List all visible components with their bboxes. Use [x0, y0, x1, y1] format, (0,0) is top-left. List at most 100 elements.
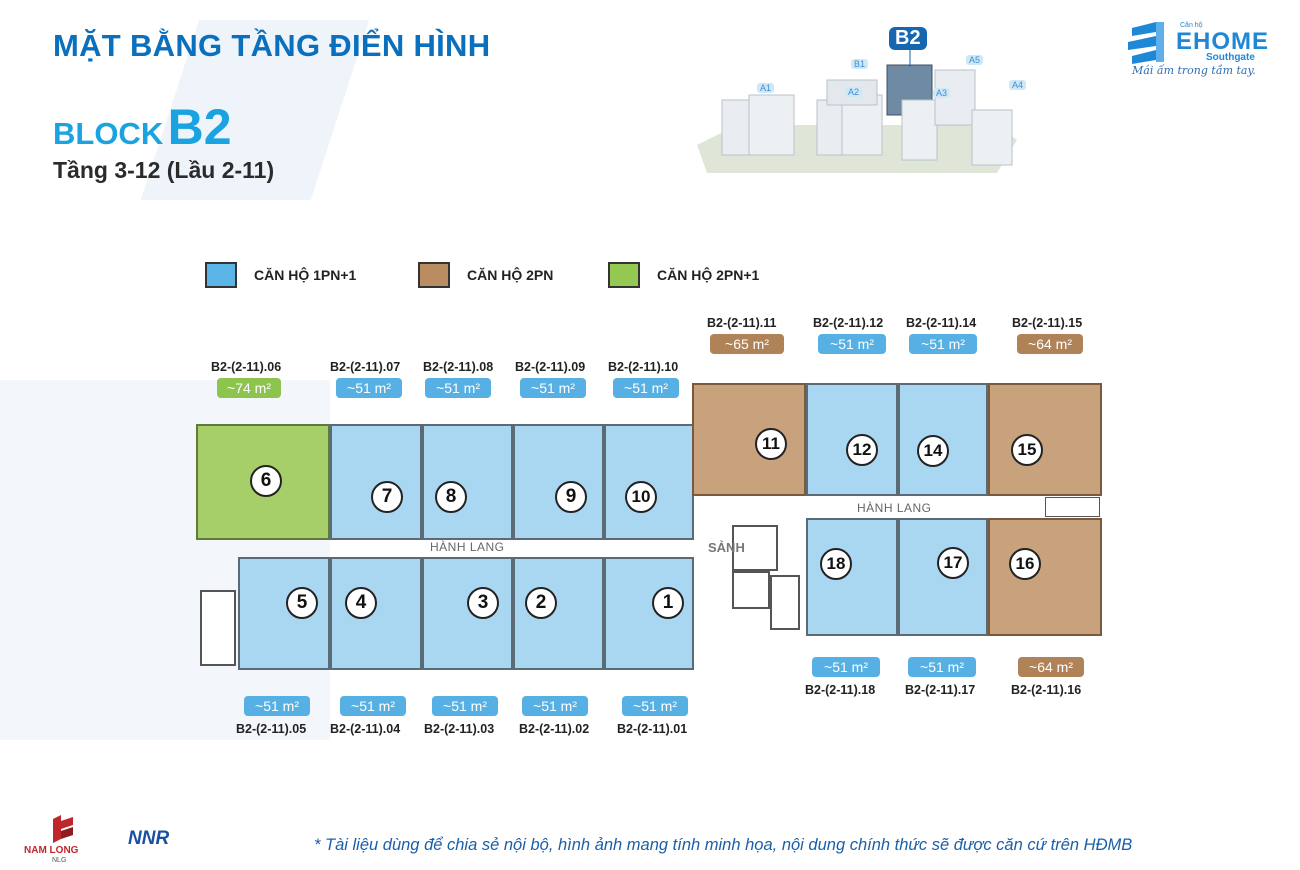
unit-10[interactable]: [604, 424, 694, 540]
unit-1[interactable]: [604, 557, 694, 670]
site-buildings-illustration: [697, 50, 1017, 173]
legend-1pn1: CĂN HỘ 1PN+1: [205, 262, 356, 288]
unit-9[interactable]: [513, 424, 604, 540]
area-badge: ~65 m²: [710, 334, 784, 354]
unit-2[interactable]: [513, 557, 604, 670]
disclaimer: * Tài liệu dùng để chia sẻ nội bộ, hình …: [314, 836, 1133, 854]
unit-8[interactable]: [422, 424, 513, 540]
unit-number: 8: [435, 481, 467, 513]
unit-code: B2-(2-11).12: [813, 316, 884, 330]
area-badge: ~51 m²: [812, 657, 880, 677]
logo-sub: Southgate: [1206, 52, 1255, 63]
area-badge: ~51 m²: [425, 378, 491, 398]
unit-code: B2-(2-11).10: [608, 360, 679, 374]
unit-number: 10: [625, 481, 657, 513]
unit-number: 7: [371, 481, 403, 513]
corridor-label-right: HÀNH LANG: [857, 501, 932, 515]
elevator-1: [732, 525, 778, 571]
unit-18[interactable]: [806, 518, 898, 636]
unit-number: 17: [937, 547, 969, 579]
unit-code: B2-(2-11).11: [707, 316, 777, 330]
area-badge: ~64 m²: [1017, 334, 1083, 354]
unit-number: 14: [917, 435, 949, 467]
corridor-label-left: HÀNH LANG: [430, 540, 505, 554]
unit-code: B2-(2-11).02: [519, 722, 590, 736]
namlong-sub: NLG: [52, 857, 67, 864]
area-badge: ~64 m²: [1018, 657, 1084, 677]
unit-code: B2-(2-11).15: [1012, 316, 1083, 330]
legend-label: CĂN HỘ 2PN: [467, 267, 554, 283]
unit-6[interactable]: [196, 424, 330, 540]
stair-core-left: [200, 590, 236, 666]
site-tag-a3: A3: [933, 88, 951, 98]
legend-swatch-green: [608, 262, 640, 288]
unit-code: B2-(2-11).09: [515, 360, 586, 374]
unit-code: B2-(2-11).17: [905, 683, 976, 697]
area-badge: ~51 m²: [908, 657, 976, 677]
unit-15[interactable]: [988, 383, 1102, 496]
unit-number: 11: [755, 428, 787, 460]
area-badge: ~74 m²: [217, 378, 281, 398]
logo-name: EHOME: [1176, 28, 1270, 55]
elevator-2: [732, 571, 770, 609]
legend-label: CĂN HỘ 2PN+1: [657, 267, 760, 283]
legend-swatch-brown: [418, 262, 450, 288]
logo-slogan: Mái ấm trong tầm tay.: [1132, 64, 1256, 77]
area-badge: ~51 m²: [522, 696, 588, 716]
namlong-logo: NAM LONG NLG: [22, 815, 102, 865]
unit-4[interactable]: [330, 557, 422, 670]
site-tag-a5: A5: [966, 55, 984, 65]
unit-number: 9: [555, 481, 587, 513]
legend-2pn: CĂN HỘ 2PN: [418, 262, 553, 288]
unit-number: 1: [652, 587, 684, 619]
unit-code: B2-(2-11).04: [330, 722, 401, 736]
unit-7[interactable]: [330, 424, 422, 540]
area-badge: ~51 m²: [432, 696, 498, 716]
lobby-label: SẢNH: [708, 540, 745, 555]
unit-code: B2-(2-11).01: [617, 722, 688, 736]
area-badge: ~51 m²: [613, 378, 679, 398]
logo-tiny-text: Căn hộ: [1180, 22, 1203, 29]
unit-number: 12: [846, 434, 878, 466]
area-badge: ~51 m²: [909, 334, 977, 354]
area-badge: ~51 m²: [336, 378, 402, 398]
unit-number: 4: [345, 587, 377, 619]
area-badge: ~51 m²: [520, 378, 586, 398]
stair-core-right: [770, 575, 800, 630]
site-tag-a2: A2: [845, 87, 863, 97]
legend-swatch-blue: [205, 262, 237, 288]
unit-5[interactable]: [238, 557, 330, 670]
shaft-box: [1045, 497, 1100, 517]
unit-code: B2-(2-11).03: [424, 722, 495, 736]
unit-16[interactable]: [988, 518, 1102, 636]
namlong-logo-icon: [53, 815, 73, 843]
unit-number: 3: [467, 587, 499, 619]
block-name: B2: [167, 99, 232, 155]
unit-code: B2-(2-11).05: [236, 722, 307, 736]
unit-3[interactable]: [422, 557, 513, 670]
page-title: MẶT BẰNG TẦNG ĐIỂN HÌNH: [53, 28, 491, 63]
unit-17[interactable]: [898, 518, 988, 636]
legend-2pn1: CĂN HỘ 2PN+1: [608, 262, 759, 288]
nnr-logo: NNR: [128, 828, 170, 849]
unit-number: 18: [820, 548, 852, 580]
unit-code: B2-(2-11).08: [423, 360, 494, 374]
legend-label: CĂN HỘ 1PN+1: [254, 267, 357, 283]
unit-code: B2-(2-11).16: [1011, 683, 1082, 697]
ehome-logo: Căn hộ EHOME Southgate Mái ấm trong tầm …: [1128, 22, 1268, 82]
namlong-name: NAM LONG: [24, 845, 79, 856]
unit-code: B2-(2-11).06: [211, 360, 282, 374]
unit-code: B2-(2-11).07: [330, 360, 401, 374]
area-badge: ~51 m²: [340, 696, 406, 716]
unit-number: 6: [250, 465, 282, 497]
unit-code: B2-(2-11).18: [805, 683, 876, 697]
site-tag-a1: A1: [757, 83, 775, 93]
site-highlight-tag: B2: [889, 27, 927, 50]
area-badge: ~51 m²: [244, 696, 310, 716]
site-tag-a4: A4: [1009, 80, 1027, 90]
site-tag-b1: B1: [851, 59, 869, 69]
block-prefix: BLOCK: [53, 116, 164, 151]
unit-code: B2-(2-11).14: [906, 316, 977, 330]
unit-11[interactable]: [692, 383, 806, 496]
unit-number: 15: [1011, 434, 1043, 466]
